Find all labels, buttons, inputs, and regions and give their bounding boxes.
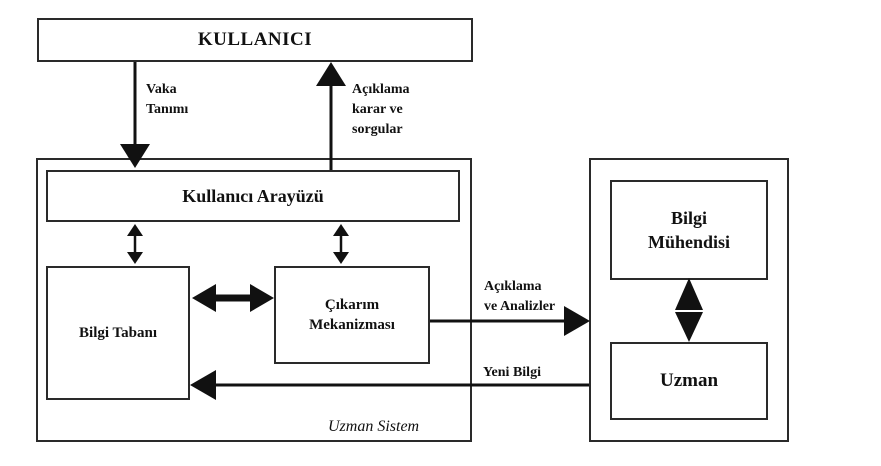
bilgi-muhendisi-line2: Mühendisi <box>647 232 731 252</box>
vaka-tanimi-label: Vaka Tanımı <box>146 82 189 117</box>
uzman-sistem-container <box>36 158 472 442</box>
kullanici-arayuzu-label: Kullanıcı Arayüzü <box>182 185 324 206</box>
aciklama-analiz-arrow-head <box>564 306 590 336</box>
arayuz-bilgi-double-arrow-top <box>127 224 143 236</box>
kullanici-label: KULLANICI <box>197 29 313 50</box>
uzman-group-container <box>589 158 789 442</box>
arayuz-bilgi-double-arrow-bottom <box>127 252 143 264</box>
bilgi-muhendisi-box: Bilgi Mühendisi <box>610 180 768 280</box>
kullanici-box: KULLANICI <box>37 18 473 62</box>
bilgi-tabani-label: Bilgi Tabanı <box>79 324 157 341</box>
cikarim-label-line2: Mekanizması <box>309 317 395 333</box>
bilgi-muhendisi-line1: Bilgi <box>670 208 707 228</box>
bilgi-tabani-box: Bilgi Tabanı <box>46 266 190 400</box>
muhendis-uzman-double-arrow-lower <box>675 312 703 342</box>
tabani-cikarim-double-arrow-right <box>250 284 274 312</box>
kullanici-arayuzu-box: Kullanıcı Arayüzü <box>46 170 460 222</box>
yeni-bilgi-arrow-head <box>190 370 216 400</box>
arayuz-cikarim-double-arrow-bottom <box>333 252 349 264</box>
aciklama-analiz-label: Açıklama ve Analizler <box>484 279 556 314</box>
aciklama-up-arrow-head <box>316 62 346 86</box>
arayuz-cikarim-double-arrow-top <box>333 224 349 236</box>
yeni-bilgi-label: Yeni Bilgi <box>483 365 541 380</box>
cikarim-label-line1: Çıkarım <box>324 297 380 313</box>
aciklama-karar-label: Açıklama karar ve sorgular <box>352 82 410 137</box>
uzman-sistem-caption: Uzman Sistem <box>328 418 420 435</box>
uzman-label: Uzman <box>659 370 719 391</box>
uzman-box: Uzman <box>610 342 768 420</box>
muhendis-uzman-double-arrow <box>675 278 703 310</box>
tabani-cikarim-double-arrow-left <box>192 284 216 312</box>
cikarim-mekanizmasi-box: Çıkarım Mekanizması <box>274 266 430 364</box>
vaka-arrow-head <box>120 144 150 168</box>
